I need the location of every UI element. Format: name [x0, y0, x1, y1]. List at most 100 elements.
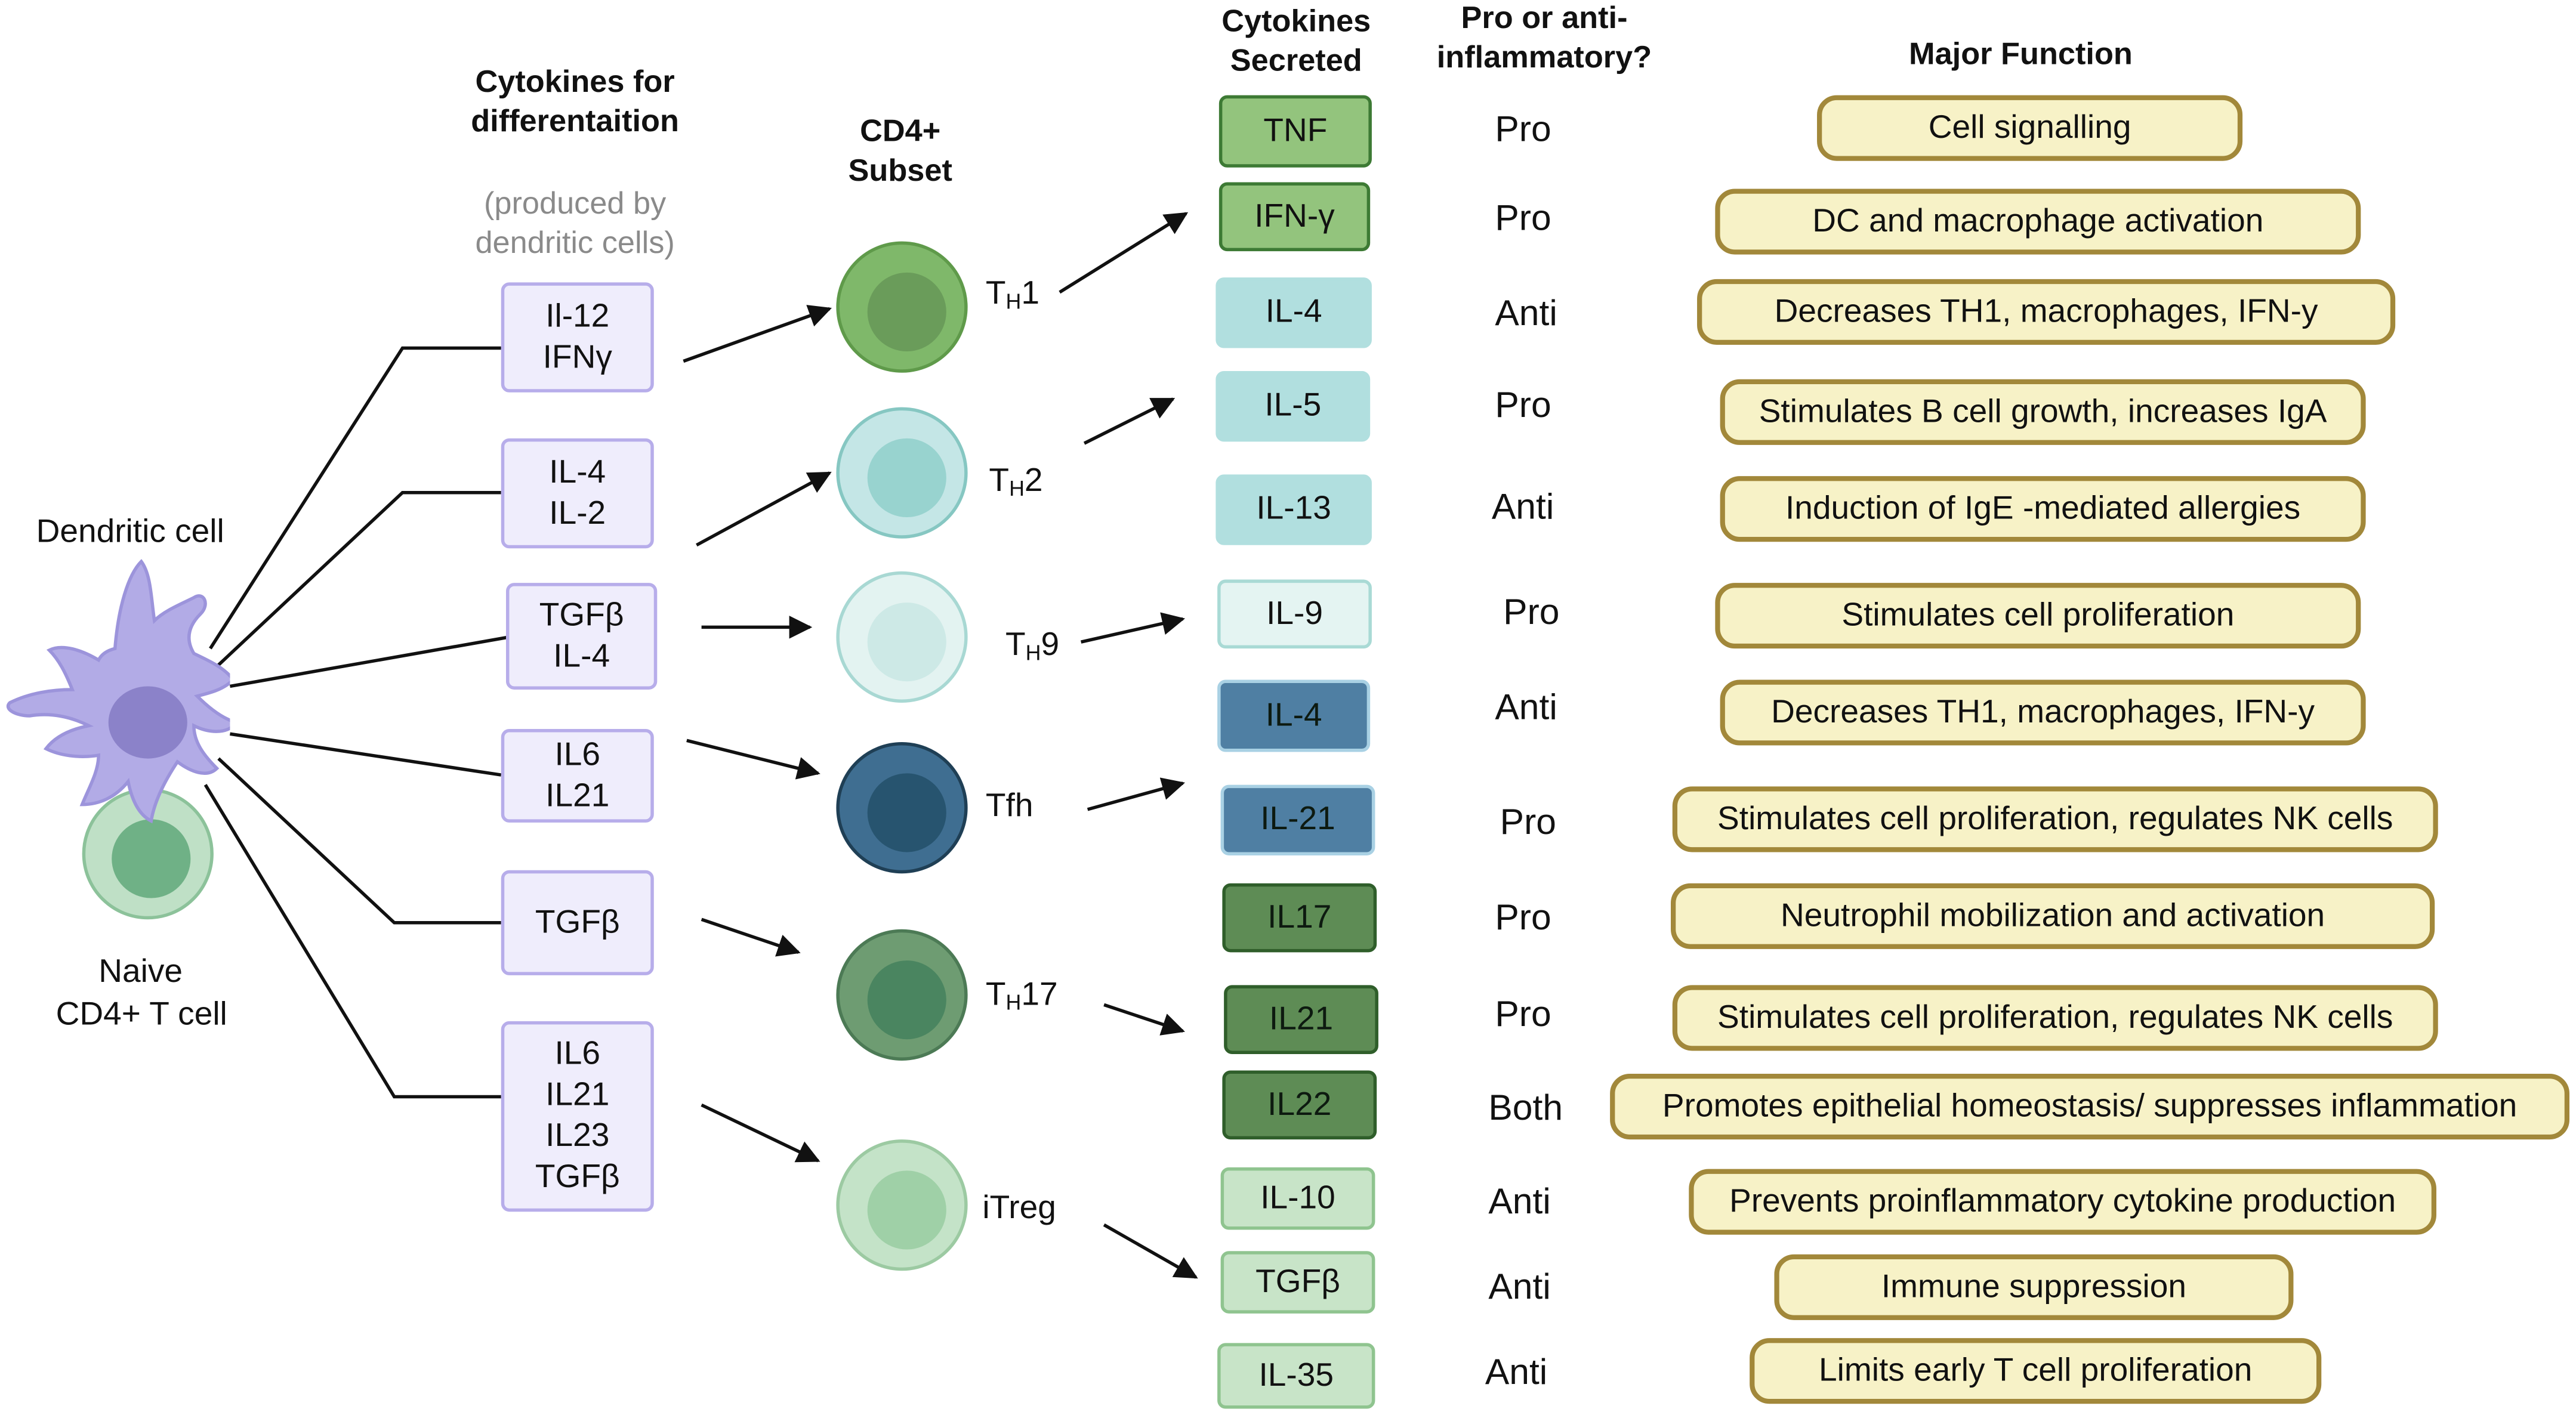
produced-by-note-line-1: (produced by	[483, 187, 667, 222]
inflammatory-type: Anti	[1488, 1180, 1551, 1222]
diff-cytokine: IL-2	[549, 495, 606, 532]
th9-cell-icon	[836, 571, 968, 703]
subset-label-itreg: iTreg	[982, 1190, 1056, 1228]
dendritic-cell-label: Dendritic cell	[36, 514, 224, 551]
arrow	[701, 917, 801, 957]
major-function-box: Stimulates cell proliferation, regulates…	[1672, 786, 2438, 852]
subset-suffix: 17	[1021, 977, 1058, 1014]
arrow	[1103, 1223, 1198, 1279]
diff-box-th1: Il-12 IFNγ	[501, 282, 654, 393]
inflammatory-type: Both	[1488, 1087, 1563, 1128]
diff-cytokine: TGFβ	[539, 597, 624, 634]
diff-cytokine: IL23	[545, 1118, 610, 1154]
subset-header-line-2: Subset	[848, 154, 952, 189]
subset-suffix: 2	[1024, 463, 1043, 499]
major-function-box: Decreases TH1, macrophages, IFN-y	[1697, 279, 2396, 345]
dc-connector	[230, 732, 502, 777]
pro-anti-header-line-1: Pro or anti-	[1461, 1, 1628, 36]
subset-subscript: H	[1009, 476, 1025, 501]
subset-prefix: T	[1005, 627, 1026, 663]
major-function-box: Neutrophil mobilization and activation	[1671, 883, 2435, 949]
inflammatory-type: Pro	[1495, 108, 1551, 150]
secreted-cytokine-box: IL-13	[1215, 474, 1372, 545]
th17-cell-icon	[836, 929, 968, 1061]
arrow	[1059, 212, 1189, 294]
dc-connector	[209, 346, 501, 650]
dendritic-cell-icon	[7, 559, 230, 824]
subset-header: CD4+ Subset	[818, 113, 982, 192]
diff-cytokine: TGFβ	[535, 1159, 620, 1195]
dc-connector	[217, 757, 501, 925]
major-function-box: DC and macrophage activation	[1715, 189, 2361, 255]
arrow	[696, 471, 832, 547]
subset-subscript: H	[1005, 990, 1022, 1015]
subset-header-line-1: CD4+	[860, 115, 941, 150]
major-function-box: Stimulates cell proliferation, regulates…	[1672, 985, 2438, 1051]
dc-connector	[229, 635, 510, 688]
secreted-cytokine-box: TGFβ	[1220, 1251, 1375, 1314]
secreted-cytokine-box: IL-21	[1220, 784, 1375, 855]
major-function-box: Immune suppression	[1774, 1254, 2294, 1320]
inflammatory-type: Anti	[1491, 486, 1554, 527]
major-function-box: Limits early T cell proliferation	[1750, 1338, 2322, 1404]
subset-suffix: 1	[1021, 276, 1040, 312]
subset-prefix: T	[985, 276, 1006, 312]
inflammatory-type: Pro	[1495, 993, 1551, 1034]
diff-cytokine: IL6	[554, 1036, 601, 1073]
inflammatory-type: Pro	[1495, 384, 1551, 425]
th1-cell-icon	[836, 241, 968, 373]
secreted-cytokine-box: TNF	[1218, 95, 1372, 168]
differentiation-header-line-2: differentaition	[471, 105, 679, 140]
diff-cytokine: IFNγ	[542, 339, 612, 375]
tfh-cell-icon	[836, 742, 968, 874]
subset-suffix: 9	[1041, 627, 1060, 663]
differentiation-header-line-1: Cytokines for	[475, 66, 675, 100]
dendritic-cell-illustration	[7, 559, 230, 920]
th2-cell-icon	[836, 407, 968, 539]
diff-box-th17: TGFβ	[501, 870, 654, 975]
differentiation-header: Cytokines for differentaition	[411, 64, 739, 143]
diff-cytokine: IL21	[545, 777, 610, 814]
subset-label-th17: TH17	[986, 977, 1058, 1015]
naive-cell-label-2: CD4+ T cell	[55, 996, 227, 1033]
secreted-header-line-1: Cytokines	[1221, 5, 1371, 40]
major-function-box: Induction of IgE -mediated allergies	[1720, 476, 2366, 542]
naive-cell-label-1: Naive	[98, 954, 183, 990]
secreted-cytokine-box: IL22	[1222, 1070, 1377, 1140]
secreted-cytokine-box: IFN-γ	[1218, 182, 1371, 252]
arrow	[686, 739, 820, 780]
secreted-header-line-2: Secreted	[1230, 44, 1362, 79]
major-function-box: Decreases TH1, macrophages, IFN-y	[1720, 679, 2366, 746]
secreted-cytokine-box: IL-4	[1217, 679, 1371, 752]
secreted-cytokine-box: IL-9	[1217, 579, 1372, 649]
inflammatory-type: Anti	[1495, 686, 1557, 728]
arrow	[683, 305, 832, 363]
secreted-cytokine-box: IL-35	[1217, 1343, 1375, 1409]
arrow	[1103, 1003, 1185, 1036]
diff-box-itreg: IL6 IL21 IL23 TGFβ	[501, 1021, 654, 1212]
secreted-header: Cytokines Secreted	[1199, 4, 1393, 82]
secreted-cytokine-box: IL-5	[1215, 371, 1371, 442]
inflammatory-type: Pro	[1503, 591, 1560, 632]
major-function-box: Promotes epithelial homeostasis/ suppres…	[1610, 1074, 2570, 1140]
inflammatory-type: Anti	[1495, 292, 1557, 333]
subset-label-th2: TH2	[989, 463, 1042, 500]
inflammatory-type: Pro	[1500, 801, 1556, 842]
subset-label-th9: TH9	[1005, 627, 1059, 665]
diff-cytokine: IL-4	[549, 454, 606, 490]
secreted-cytokine-box: IL21	[1224, 985, 1378, 1054]
pro-anti-header: Pro or anti- inflammatory?	[1416, 0, 1672, 79]
secreted-cytokine-box: IL-10	[1220, 1167, 1375, 1230]
inflammatory-type: Pro	[1495, 197, 1551, 239]
dendritic-cell-nucleus-icon	[108, 686, 187, 759]
subset-subscript: H	[1025, 640, 1041, 665]
subset-subscript: H	[1005, 289, 1022, 314]
naive-t-cell-nucleus-icon	[112, 819, 191, 898]
itreg-cell-icon	[836, 1139, 968, 1271]
major-function-box: Stimulates cell proliferation	[1715, 583, 2361, 649]
major-function-box: Stimulates B cell growth, increases IgA	[1720, 379, 2366, 445]
diff-cytokine: TGFβ	[535, 904, 620, 940]
major-function-box: Cell signalling	[1817, 95, 2243, 161]
